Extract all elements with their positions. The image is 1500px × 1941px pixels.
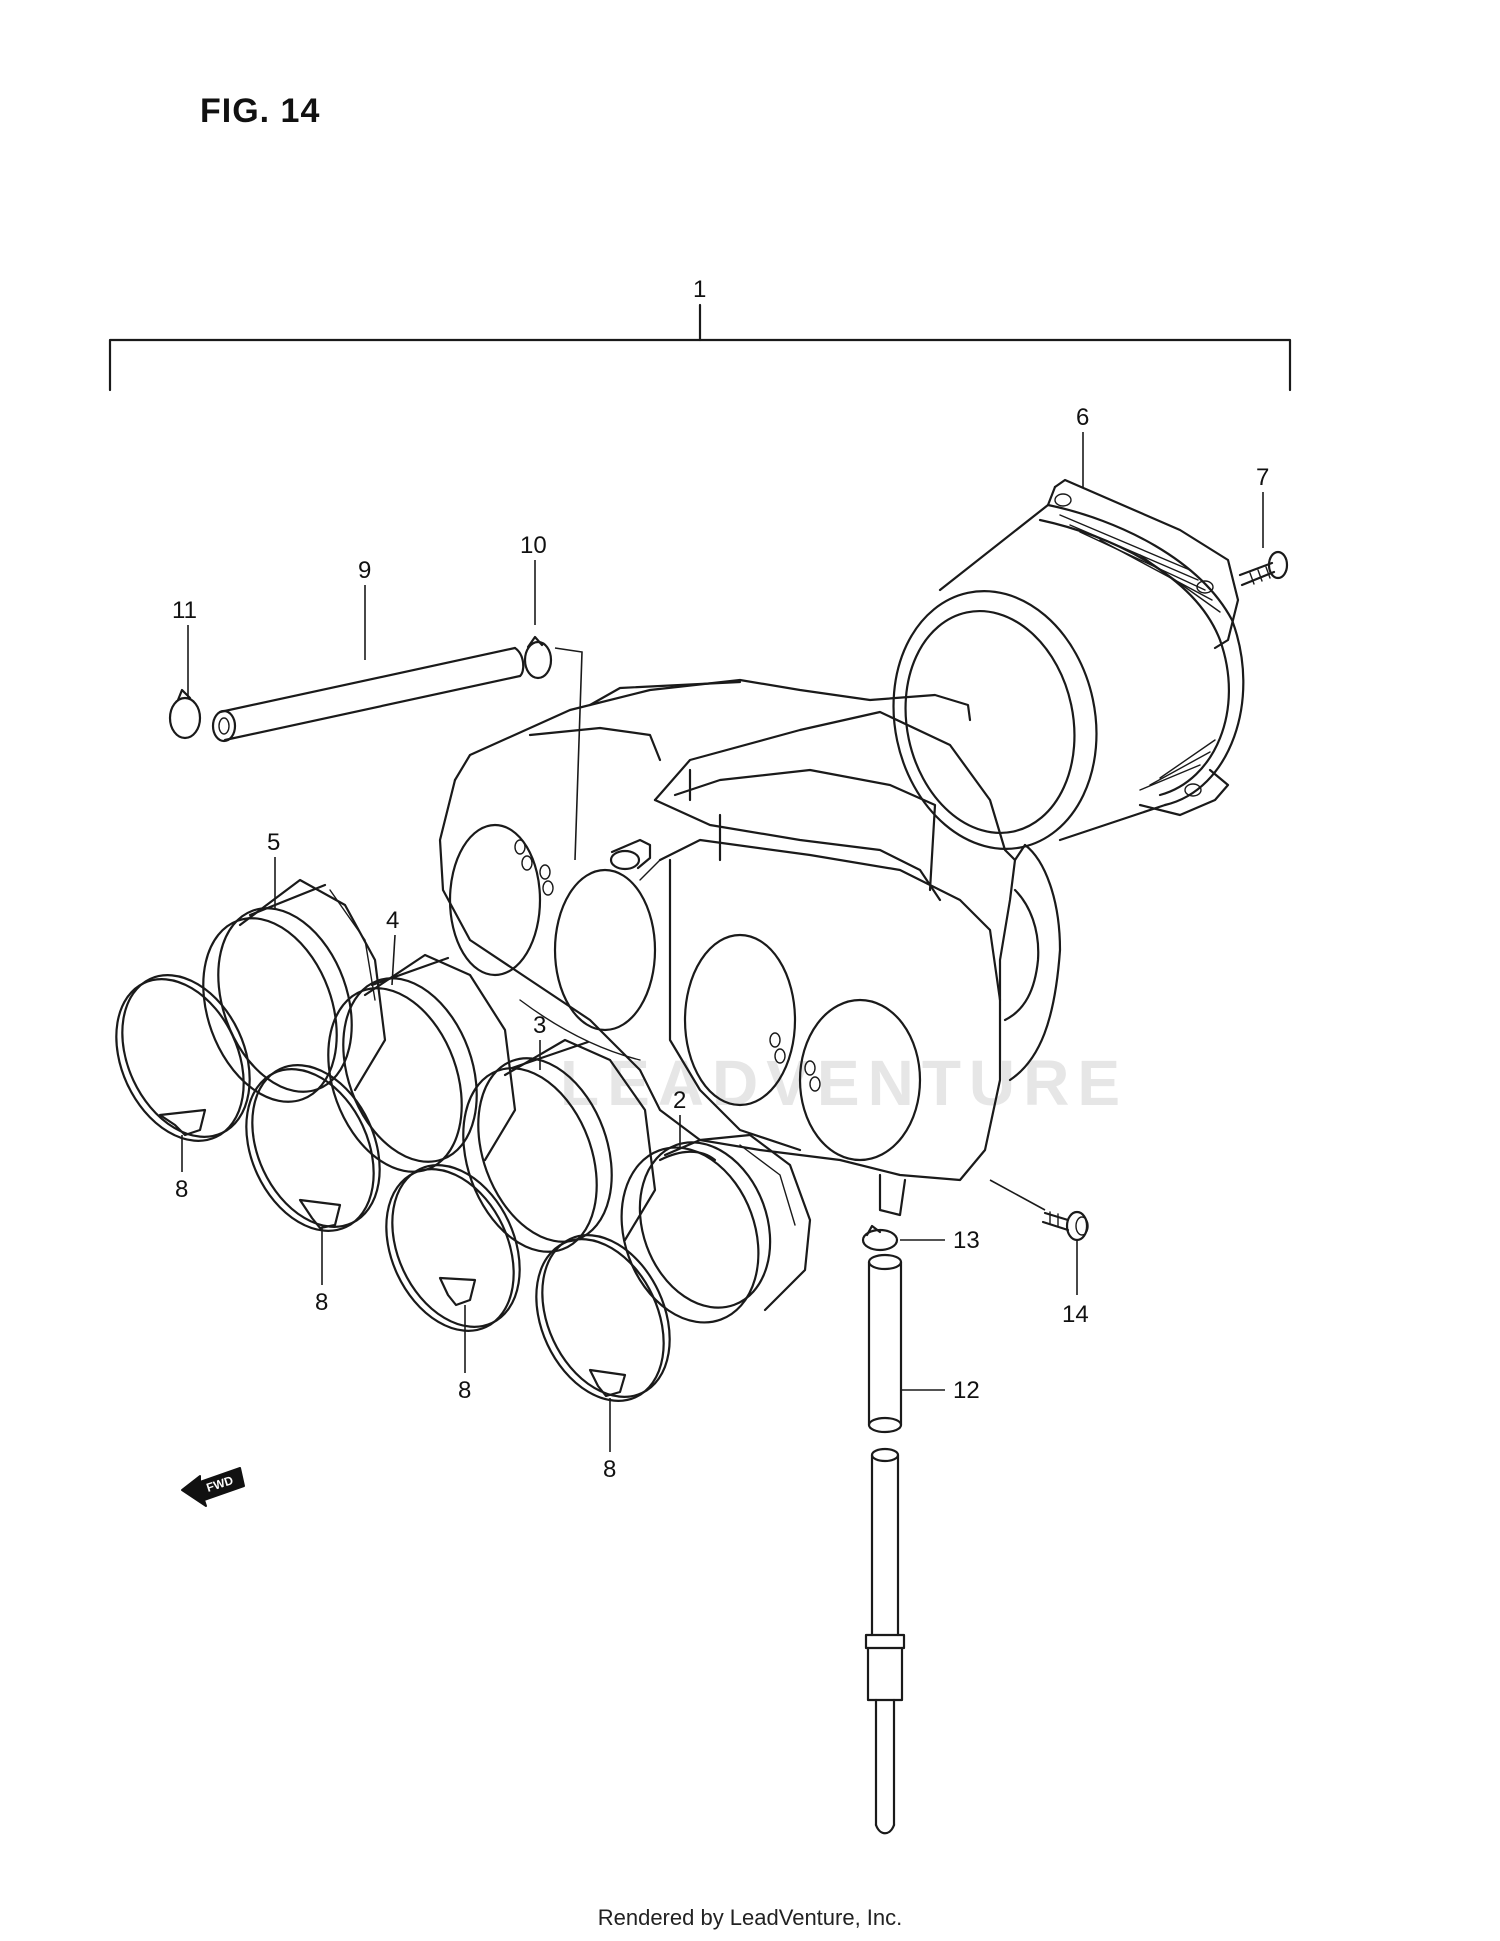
- intake-boot-3[interactable]: [439, 1038, 657, 1271]
- watermark: LEADVENTURE: [560, 1047, 1128, 1119]
- assembly-bracket: [108, 303, 1292, 392]
- clamp-8c[interactable]: [362, 1144, 545, 1351]
- callout-8-b: 8: [315, 1289, 328, 1316]
- callout-10: 10: [520, 532, 547, 559]
- callout-8-d: 8: [603, 1456, 616, 1483]
- callout-2: 2: [673, 1087, 686, 1114]
- callout-4: 4: [386, 907, 399, 934]
- intake-boot-5[interactable]: [179, 878, 387, 1120]
- clamp-8d[interactable]: [512, 1214, 695, 1421]
- callout-3: 3: [533, 1012, 546, 1039]
- air-box-housing[interactable]: [438, 678, 1062, 1217]
- hose-9[interactable]: [211, 646, 525, 743]
- hose-clip-10[interactable]: [523, 635, 553, 680]
- callout-6: 6: [1076, 404, 1089, 431]
- screw-14[interactable]: [1041, 1210, 1089, 1242]
- air-cleaner-element[interactable]: [870, 478, 1245, 868]
- callout-8-c: 8: [458, 1377, 471, 1404]
- callout-labels: 1 2 3 4 5 6 7 8 8 8 8 9 10 11 12 13 14: [172, 276, 1269, 1483]
- callout-9: 9: [358, 557, 371, 584]
- callout-11: 11: [172, 597, 197, 624]
- leader-lines: [181, 432, 1264, 1452]
- clamp-8a[interactable]: [92, 954, 275, 1161]
- callout-13: 13: [953, 1227, 980, 1254]
- figure-title: FIG. 14: [200, 92, 320, 130]
- hose-clip-11[interactable]: [168, 688, 202, 740]
- forward-arrow: FWD: [181, 1467, 245, 1507]
- callout-5: 5: [267, 829, 280, 856]
- intake-boot-2[interactable]: [598, 1124, 812, 1342]
- callout-1: 1: [693, 276, 706, 303]
- clamp-8b[interactable]: [222, 1044, 405, 1251]
- drain-tube-12[interactable]: [864, 1253, 906, 1835]
- screw-7[interactable]: [1238, 550, 1289, 587]
- callout-14: 14: [1062, 1301, 1089, 1328]
- intake-boot-4[interactable]: [304, 953, 517, 1190]
- callout-8-a: 8: [175, 1176, 188, 1203]
- callout-7: 7: [1256, 464, 1269, 491]
- assembly-leader-10: [554, 647, 583, 861]
- callout-12: 12: [953, 1377, 980, 1404]
- footer-credit: Rendered by LeadVenture, Inc.: [598, 1905, 903, 1930]
- clip-13[interactable]: [861, 1224, 899, 1252]
